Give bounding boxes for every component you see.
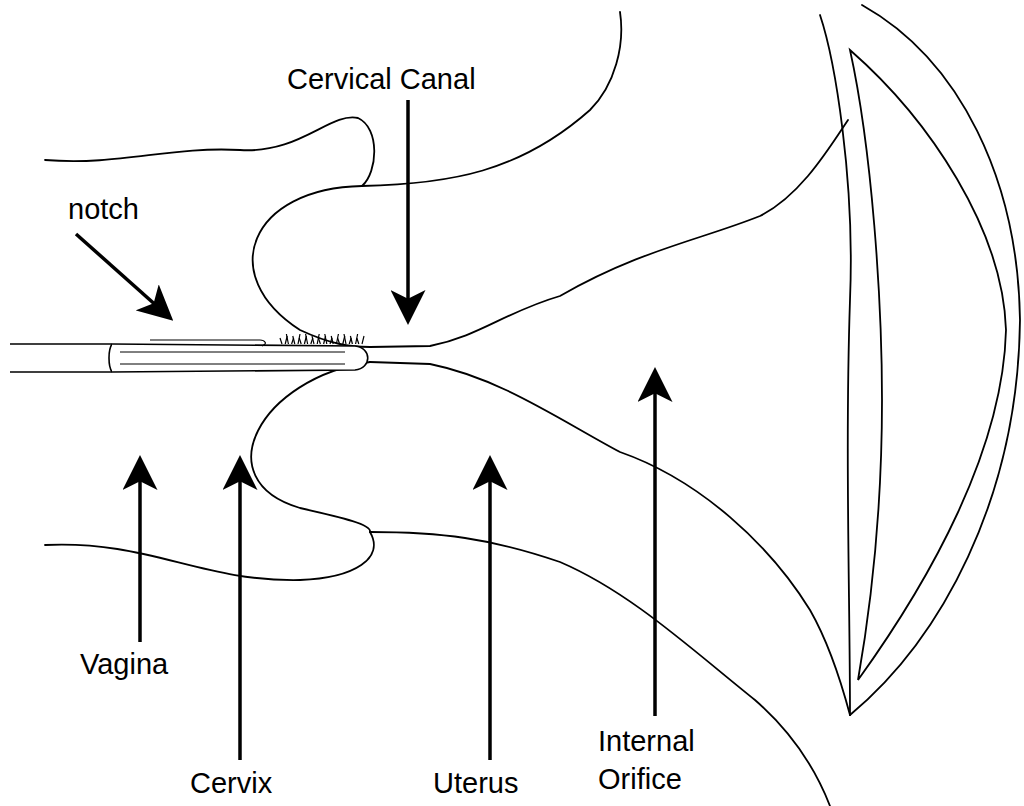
brush-bristle — [286, 334, 288, 344]
brush-bristle — [350, 336, 352, 344]
leader-arrow — [406, 100, 410, 318]
sampling-device — [10, 334, 368, 372]
brush-bristle — [331, 336, 333, 344]
brush-bristle — [318, 338, 320, 344]
fundus — [820, 15, 851, 715]
part-label: Uterus — [433, 764, 563, 802]
fundus — [850, 5, 1020, 715]
part-label: notch — [68, 190, 188, 228]
vaginal-wall — [45, 532, 374, 580]
part-label: Cervical Canal — [287, 60, 537, 98]
cervix-lip — [251, 362, 370, 532]
brush-bristle — [306, 334, 308, 344]
part-label: Vagina — [80, 645, 220, 683]
leader-arrow — [76, 234, 168, 316]
cervix-lip — [253, 186, 370, 347]
leader-arrow — [488, 462, 492, 760]
vaginal-wall — [45, 117, 374, 186]
brush-bristle — [362, 336, 364, 344]
brush-bristle — [312, 336, 314, 344]
fundus — [850, 50, 1006, 680]
part-label: Internal Orifice — [598, 722, 733, 798]
uterus-wall — [370, 532, 830, 806]
uterus-wall — [362, 12, 621, 186]
brush-bristle — [344, 334, 346, 344]
brush-bristle — [293, 336, 295, 344]
part-label: Cervix — [190, 764, 320, 802]
brush-bristle — [299, 338, 301, 344]
leader-arrow — [653, 374, 657, 716]
canal-wall — [370, 362, 850, 715]
leader-arrow — [138, 462, 142, 642]
leader-arrow — [238, 462, 242, 760]
brush-bristle — [325, 334, 327, 344]
brush-bristle — [357, 338, 359, 344]
brush-bristle — [338, 338, 340, 344]
canal-wall — [370, 120, 848, 347]
brush-bristle — [280, 338, 282, 344]
